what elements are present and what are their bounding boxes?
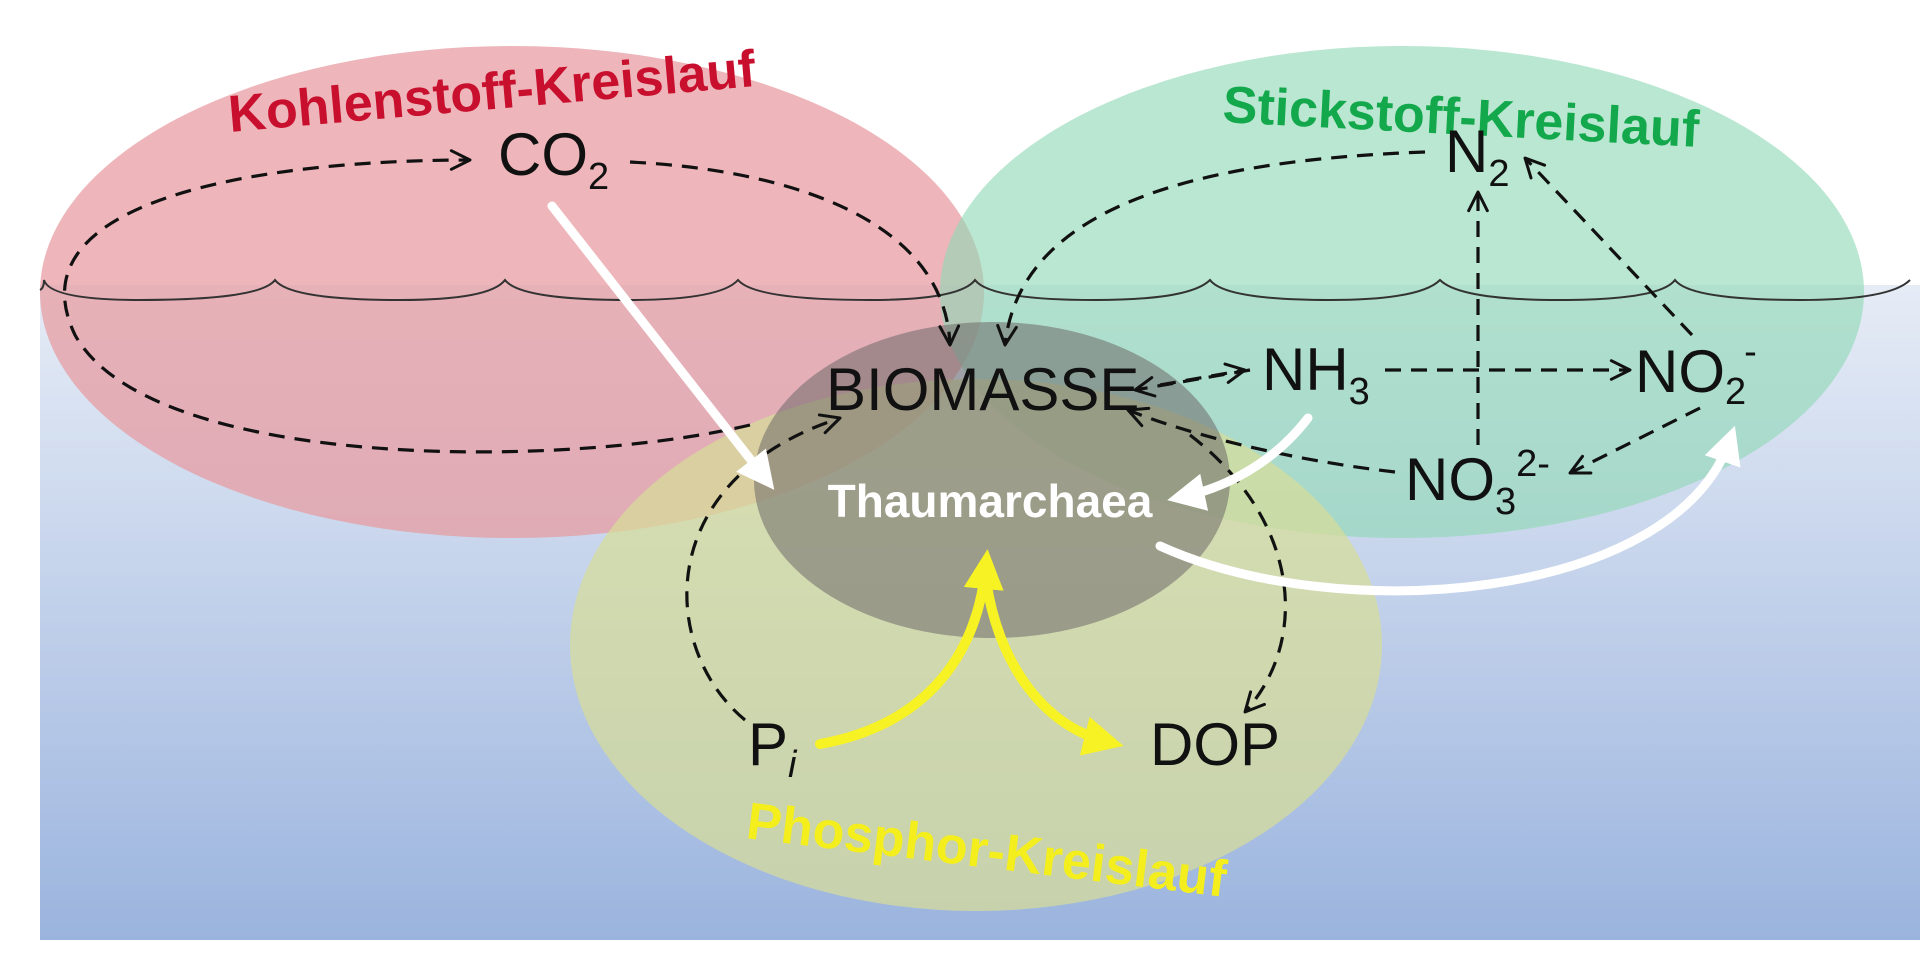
node-pi: Pi bbox=[748, 711, 798, 786]
water-surface-line bbox=[39, 278, 1911, 302]
thaumarchaea-label: Thaumarchaea bbox=[828, 475, 1153, 527]
co2-to-biomass-arrow bbox=[629, 160, 961, 347]
no3-to-biomass-arrow bbox=[1126, 406, 1396, 474]
co2-to-thaumarchaea-arrow bbox=[547, 201, 775, 490]
thaumarchaea-to-dop-arrow bbox=[981, 575, 1124, 756]
thaumarchaea-to-no2-arrow bbox=[1155, 425, 1741, 596]
node-co2: CO2 bbox=[498, 121, 609, 198]
nh3-to-thaumarchaea-arrow bbox=[1167, 413, 1313, 511]
pi-to-thaumarchaea-arrow bbox=[815, 549, 1004, 749]
white-arrows bbox=[547, 201, 1741, 596]
biomass-ellipse bbox=[754, 322, 1230, 638]
no2-to-n2-arrow bbox=[1523, 156, 1694, 337]
node-no2: NO2- bbox=[1635, 331, 1757, 413]
carbon-loop-arrow bbox=[62, 149, 751, 454]
n2-to-biomass-arrow bbox=[996, 150, 1426, 347]
biomass-to-nh3-arrow bbox=[1159, 362, 1247, 387]
node-dop: DOP bbox=[1150, 711, 1280, 778]
yellow-arrows bbox=[815, 549, 1124, 756]
node-biomasse: BIOMASSE bbox=[826, 356, 1139, 423]
carbon-cycle-ellipse bbox=[40, 46, 984, 538]
node-nh3: NH3 bbox=[1262, 336, 1370, 413]
node-n2: N2 bbox=[1445, 118, 1509, 195]
node-no3: NO32- bbox=[1405, 443, 1550, 523]
